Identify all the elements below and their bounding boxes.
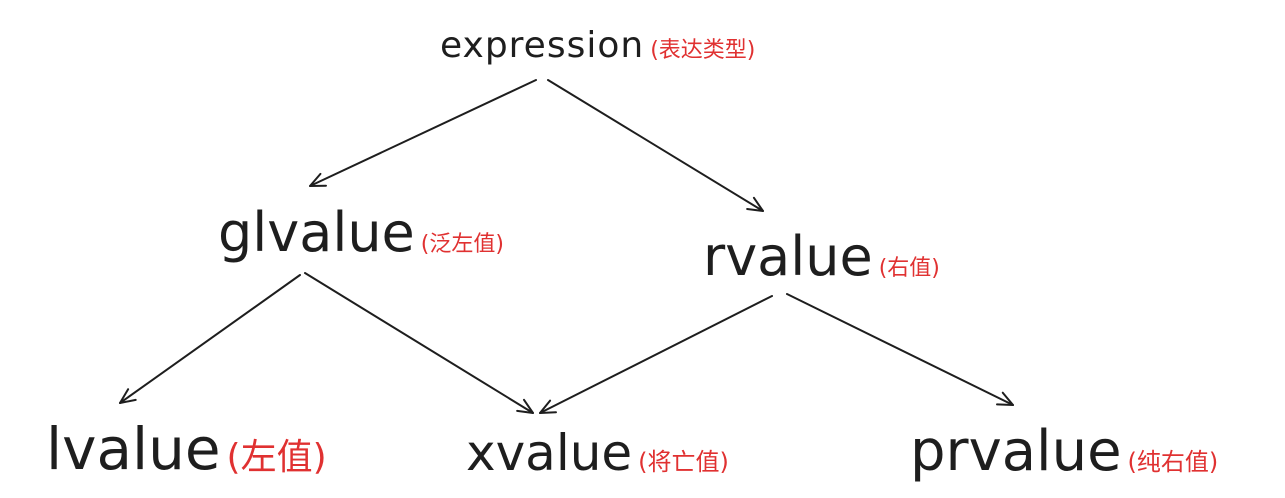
- node-expression-term: expression: [440, 25, 645, 66]
- node-prvalue-note: (纯右值): [1127, 448, 1219, 476]
- node-expression-note: (表达类型): [650, 38, 756, 63]
- arrowhead-icon: [119, 388, 137, 404]
- arrowhead-icon: [309, 172, 327, 187]
- edge-line: [309, 79, 537, 187]
- node-xvalue: xvalue (将亡值): [466, 428, 729, 478]
- edge-rvalue-to-xvalue: [539, 295, 773, 414]
- edge-glvalue-to-xvalue: [304, 272, 534, 414]
- node-xvalue-term: xvalue: [466, 424, 633, 482]
- edge-glvalue-to-lvalue: [119, 274, 301, 404]
- node-rvalue-term: rvalue: [703, 225, 873, 288]
- edge-line: [539, 295, 773, 414]
- arrowhead-icon: [516, 398, 534, 414]
- node-lvalue-note: (左值): [226, 437, 327, 478]
- node-prvalue-term: prvalue: [910, 419, 1122, 484]
- node-rvalue: rvalue (右值): [703, 230, 940, 284]
- node-glvalue-note: (泛左值): [420, 232, 504, 257]
- node-lvalue: lvalue (左值): [46, 420, 327, 478]
- arrowhead-icon: [746, 196, 764, 212]
- edge-line: [547, 79, 764, 212]
- edge-line: [786, 293, 1014, 406]
- arrowhead-icon: [996, 391, 1014, 406]
- edge-rvalue-to-prvalue: [786, 293, 1014, 406]
- node-rvalue-note: (右值): [878, 256, 940, 281]
- node-xvalue-note: (将亡值): [638, 448, 729, 476]
- node-expression: expression (表达类型): [440, 28, 755, 64]
- edge-line: [119, 274, 301, 404]
- node-glvalue-term: glvalue: [218, 201, 415, 264]
- node-prvalue: prvalue (纯右值): [910, 424, 1218, 480]
- edge-expression-to-rvalue: [547, 79, 764, 212]
- node-glvalue: glvalue (泛左值): [218, 206, 504, 260]
- node-lvalue-term: lvalue: [46, 415, 221, 483]
- edge-expression-to-glvalue: [309, 79, 537, 187]
- arrowhead-icon: [539, 399, 557, 414]
- edge-line: [304, 272, 534, 414]
